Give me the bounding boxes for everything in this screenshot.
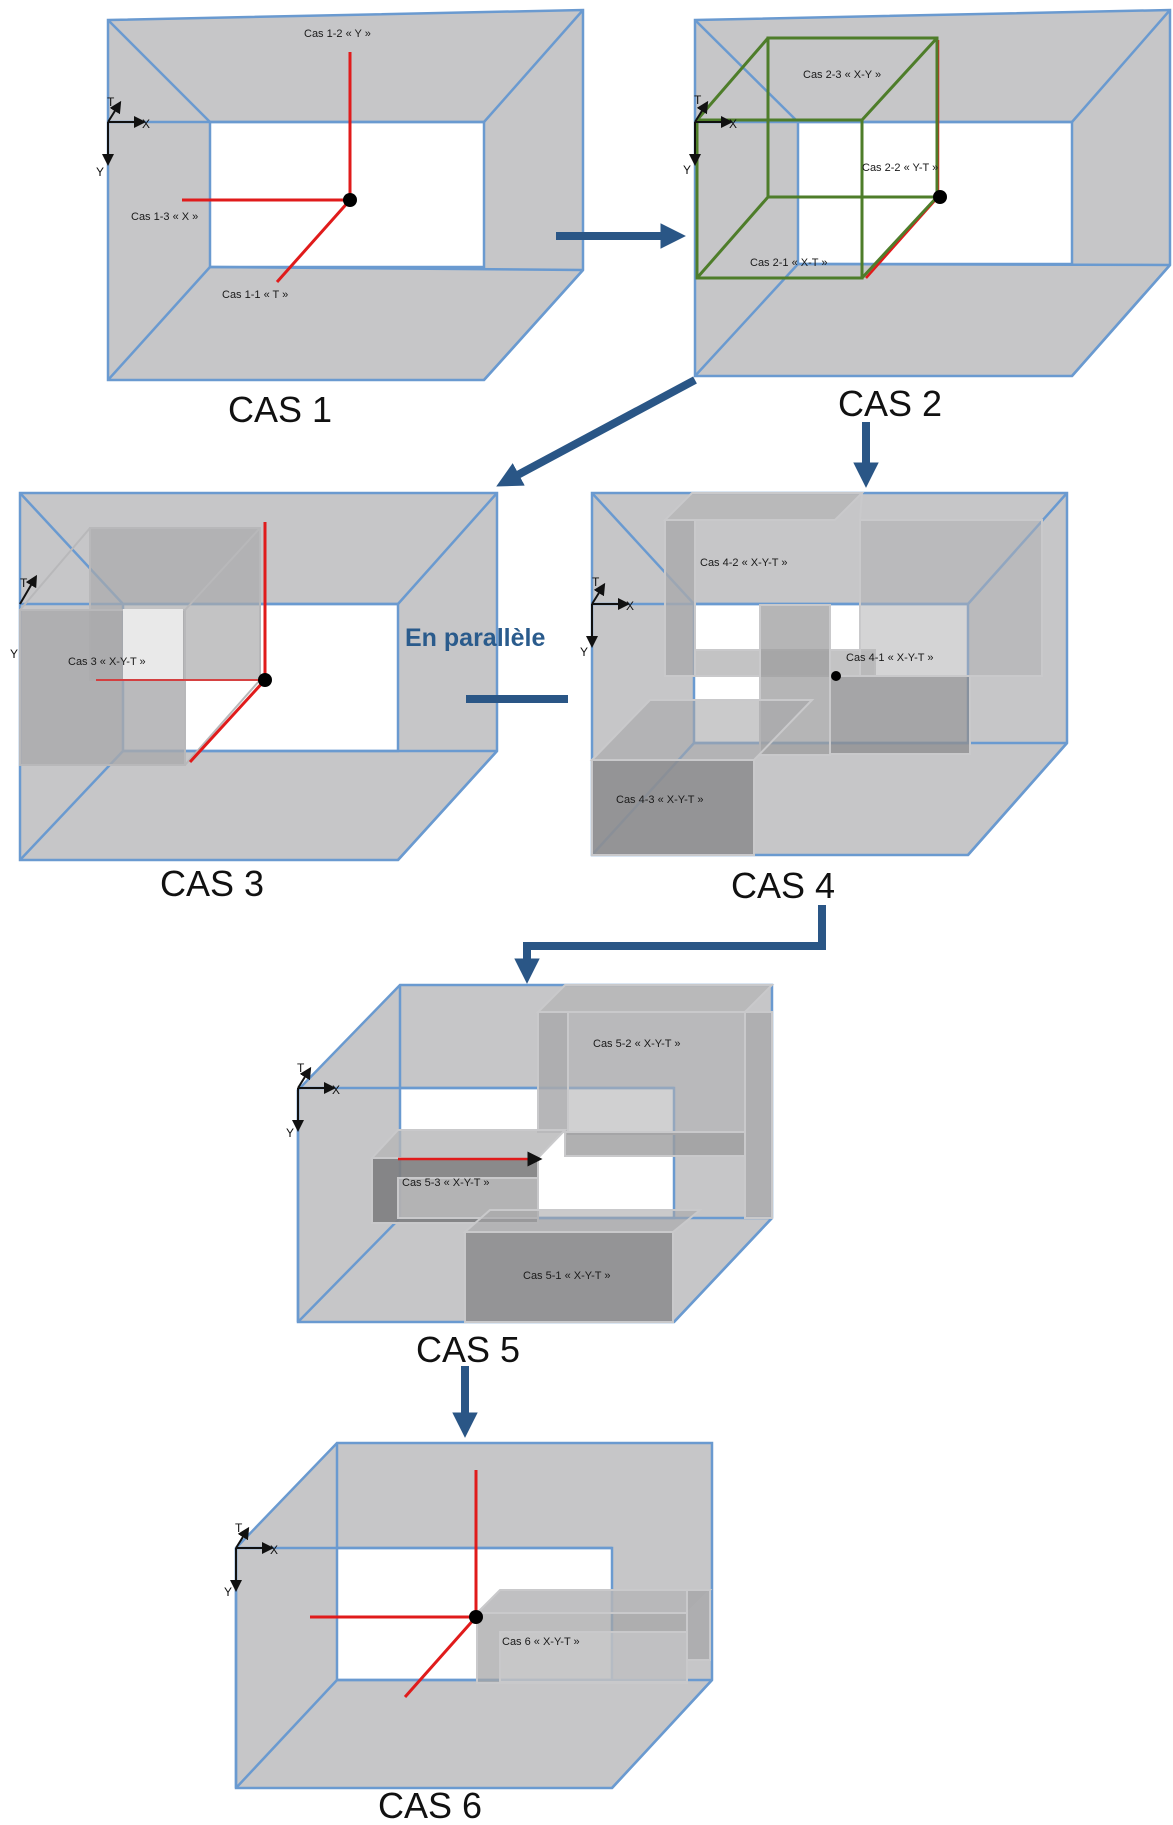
cas-6-origin-dot <box>469 1610 483 1624</box>
cas-4-caption: CAS 4 <box>731 865 835 906</box>
arrow-cas2-to-cas3 <box>496 376 697 487</box>
cas-2-x-axis-label: X <box>729 117 737 131</box>
cas-6-x-axis-label: X <box>270 1543 278 1557</box>
cas-6-caption: CAS 6 <box>378 1785 482 1825</box>
cas-5-3-label: Cas 5-3 « X-Y-T » <box>402 1177 489 1189</box>
cas-6-axes <box>310 1470 478 1698</box>
en-parallele-label: En parallèle <box>405 624 545 652</box>
cas-1-caption: CAS 1 <box>228 389 332 430</box>
cas-1-2-label: Cas 1-2 « Y » <box>304 28 371 40</box>
cas-4-2-label: Cas 4-2 « X-Y-T » <box>700 557 787 569</box>
cas-4-3-label: Cas 4-3 « X-Y-T » <box>616 794 703 806</box>
cas-4-t-axis-label: T <box>592 575 600 589</box>
cas-1-1-label: Cas 1-1 « T » <box>222 289 288 301</box>
cas-2-axis-triad <box>689 100 733 166</box>
cas-5-axis-triad <box>292 1066 336 1132</box>
cas-3-y-axis-label: Y <box>10 647 18 661</box>
cas-4-origin-dot <box>831 671 841 681</box>
arrow-cas4-to-cas5 <box>514 905 826 984</box>
cas-5-y-axis-label: Y <box>286 1126 294 1140</box>
cas-2-caption: CAS 2 <box>838 383 942 424</box>
cas-3-axis-triad <box>19 574 38 605</box>
cas-6-block <box>474 1589 713 1684</box>
cas-5-caption: CAS 5 <box>416 1329 520 1370</box>
cas-5-blocks <box>369 984 775 1323</box>
cas-6-label: Cas 6 « X-Y-T » <box>502 1636 580 1648</box>
cas-4-1-label: Cas 4-1 « X-Y-T » <box>846 652 933 664</box>
cas-5-2-label: Cas 5-2 « X-Y-T » <box>593 1038 680 1050</box>
cas-2-frame <box>693 8 1172 378</box>
cas-6-t-axis-label: T <box>235 1521 243 1535</box>
cas-5-t-axis-label: T <box>297 1061 305 1075</box>
cas-4-axis-triad <box>586 582 630 648</box>
cas-2-1-label: Cas 2-1 « X-T » <box>750 257 827 269</box>
cas-1-origin-dot <box>343 193 357 207</box>
cas-2-y-axis-label: Y <box>683 163 691 177</box>
cas-4-x-axis-label: X <box>626 599 634 613</box>
cas-2-3-label: Cas 2-3 « X-Y » <box>803 69 881 81</box>
cas-2-t-axis-label: T <box>694 93 702 107</box>
cas-2-green-cube <box>695 36 939 280</box>
cas-3-axes <box>96 522 267 764</box>
cas-4-y-axis-label: Y <box>580 645 588 659</box>
cas-6-axis-triad <box>230 1526 274 1592</box>
cas-4-blocks <box>589 492 1043 856</box>
cas-2-origin-dot <box>933 190 947 204</box>
cas-1-axis-triad <box>102 100 146 166</box>
flow-arrows <box>452 223 879 1438</box>
cas-3-origin-dot <box>258 673 272 687</box>
cas-5-1-label: Cas 5-1 « X-Y-T » <box>523 1270 610 1282</box>
cas-1-t-axis-label: T <box>107 95 115 109</box>
cas-1-x-axis-label: X <box>142 117 150 131</box>
cas-3-label: Cas 3 « X-Y-T » <box>68 656 146 668</box>
cas-1-3-label: Cas 1-3 « X » <box>131 211 198 223</box>
cas-1-axes <box>182 52 352 283</box>
cas-3-caption: CAS 3 <box>160 863 264 904</box>
cas-2-2-label: Cas 2-2 « Y-T » <box>862 162 938 174</box>
cas-6-y-axis-label: Y <box>224 1585 232 1599</box>
cas-3-block <box>19 527 261 766</box>
cas-1-y-axis-label: Y <box>96 165 104 179</box>
cas-5-x-axis-label: X <box>332 1083 340 1097</box>
cas-3-t-axis-label: T <box>20 576 28 590</box>
